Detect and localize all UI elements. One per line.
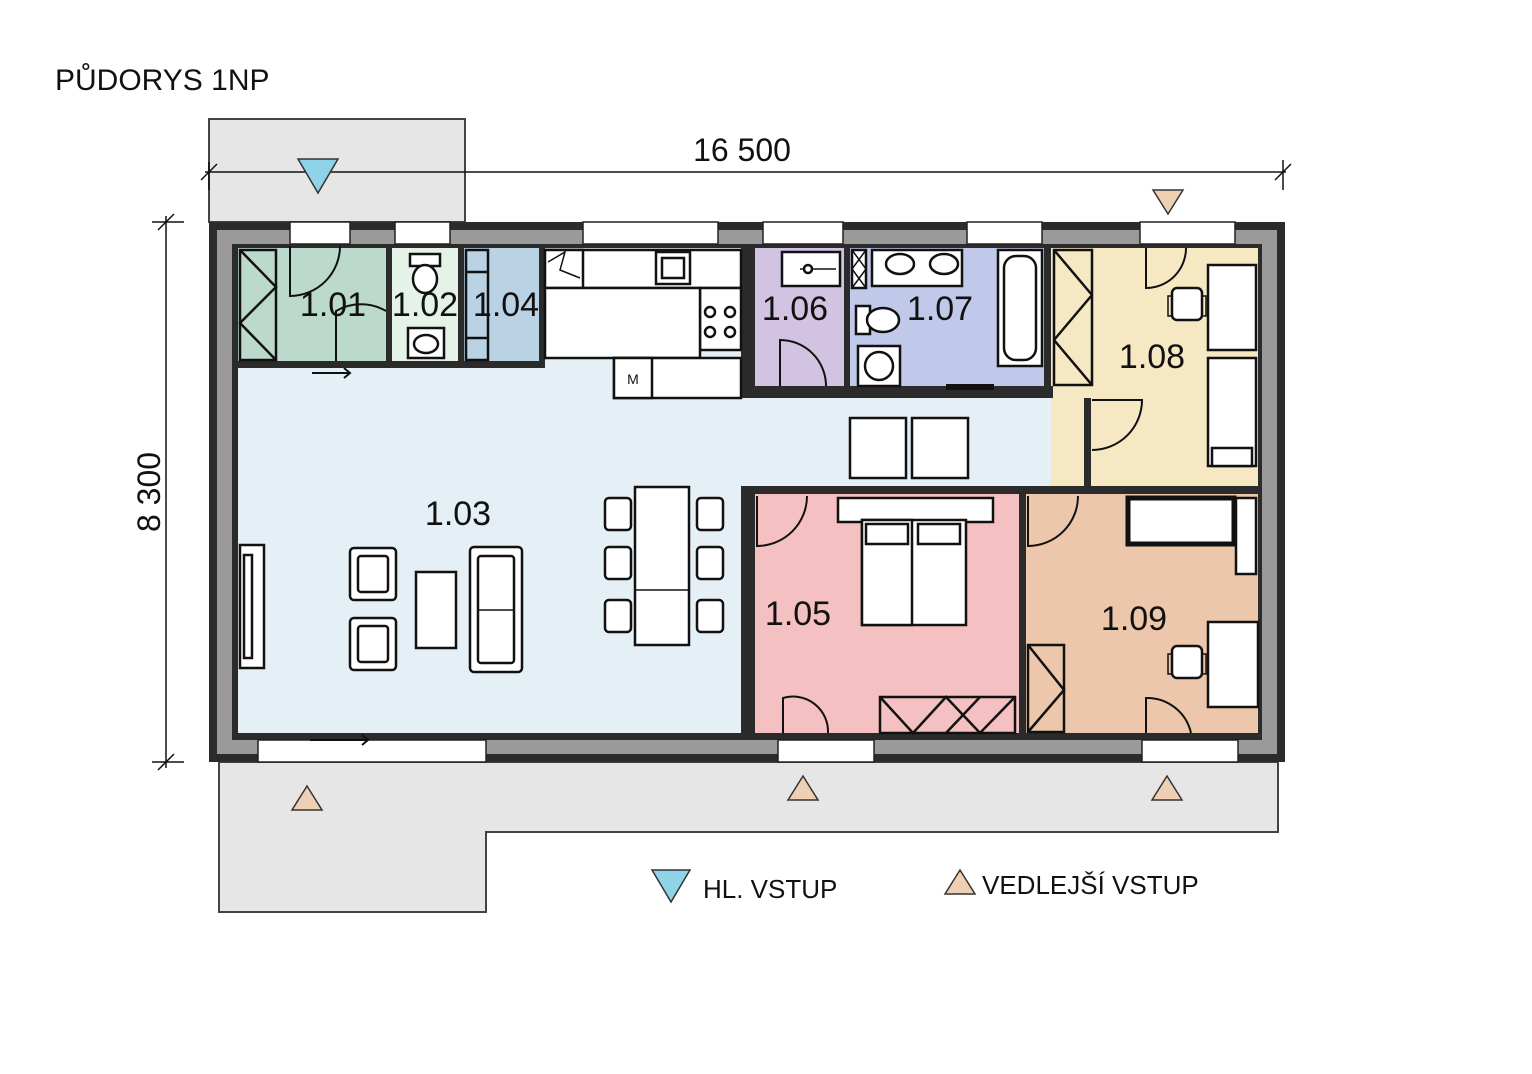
kitchen-appliance-label: M (627, 371, 639, 387)
height-dimension: 8 300 (131, 213, 184, 771)
room-label-1-04: 1.04 (473, 286, 539, 324)
sliding-door-arrows (310, 367, 370, 746)
windows-north (289, 221, 1236, 245)
room-label-1-05: 1.05 (765, 595, 831, 633)
bathroom-fixtures (850, 248, 1044, 390)
room-1-08-furniture (1167, 263, 1258, 468)
main-entrance-marker (296, 158, 340, 195)
side-entrance-marker-north (1151, 189, 1185, 216)
room-label-1-02: 1.02 (392, 286, 458, 324)
terrace-north (208, 118, 466, 223)
wardrobes (238, 248, 1094, 735)
height-label: 8 300 (131, 452, 167, 532)
dining-set (603, 416, 970, 647)
windows-south (257, 739, 1239, 763)
room-1-04-floor (464, 248, 539, 361)
living-room-furniture (238, 543, 524, 674)
legend-side-entrance-icon (943, 868, 977, 895)
room-label-1-08: 1.08 (1119, 338, 1185, 376)
side-entrance-marker-2 (786, 774, 820, 801)
entrance-markers (290, 158, 1185, 811)
room-label-1-01: 1.01 (300, 286, 366, 324)
room-1-06-fixtures (780, 250, 842, 288)
wc-fixtures (406, 252, 446, 360)
kitchen: M (543, 248, 743, 400)
legend-main-entrance-label: HL. VSTUP (703, 874, 837, 904)
room-label-1-03: 1.03 (425, 495, 491, 533)
door-swings (289, 245, 1192, 734)
room-label-1-06: 1.06 (762, 290, 828, 328)
room-label-1-09: 1.09 (1101, 600, 1167, 638)
width-dimension: 16 500 (200, 132, 1292, 190)
room-1-09-furniture (1125, 495, 1260, 709)
legend: HL. VSTUP VEDLEJŠÍ VSTUP (650, 868, 1199, 904)
legend-main-entrance-icon (650, 869, 692, 904)
side-entrance-marker-3 (1150, 774, 1184, 801)
room-labels: 1.01 1.02 1.03 1.04 1.05 1.06 1.07 1.08 … (300, 286, 1185, 638)
bedroom-1-05-furniture (836, 496, 995, 627)
legend-side-entrance-label: VEDLEJŠÍ VSTUP (982, 870, 1199, 900)
plan-title: PŮDORYS 1NP (55, 63, 270, 97)
interior-walls (232, 244, 1262, 740)
side-entrance-marker-1 (290, 784, 324, 811)
storage-shelves (464, 248, 490, 362)
room-label-1-07: 1.07 (907, 290, 973, 328)
width-label: 16 500 (693, 132, 791, 168)
